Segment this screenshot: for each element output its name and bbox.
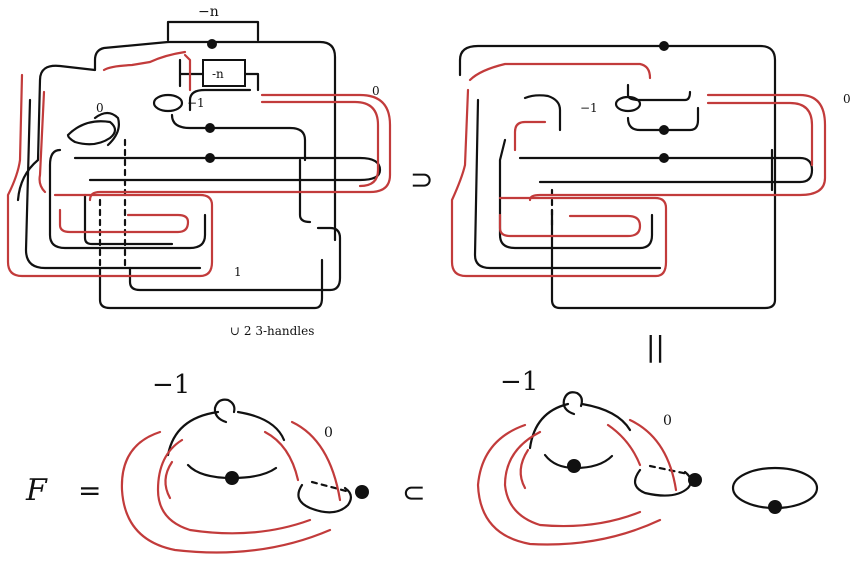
bl-red-right-1 — [263, 430, 300, 482]
black-strand-mid-1 — [170, 113, 307, 162]
black-strand-bottom-loop — [128, 226, 342, 292]
tr-dot-1 — [659, 41, 669, 51]
black-strand-left-loop — [48, 148, 207, 250]
tr-red-strand-1 — [468, 62, 652, 82]
br-red-right-1 — [606, 423, 642, 467]
red-strand-2 — [183, 53, 192, 92]
br-black-upper-arc — [528, 402, 632, 450]
tr-black-outer-left — [473, 98, 662, 270]
br-dashed — [648, 464, 690, 476]
black-strand-top-1 — [166, 40, 337, 242]
bl-dashed — [310, 480, 352, 494]
tr-minus-one-meridian — [614, 95, 642, 113]
black-strand-box-left — [178, 58, 260, 92]
top-left-dot-1 — [207, 39, 217, 49]
black-strand-inner-loop — [83, 193, 174, 246]
twist-box — [202, 59, 246, 87]
tr-red-strand-6 — [513, 120, 547, 152]
br-separate-dot — [768, 500, 782, 514]
bottom-equals-symbol: = — [78, 474, 101, 507]
br-minus-one-label: −1 — [500, 367, 538, 397]
subset-symbol: ⊂ — [402, 476, 425, 509]
bl-red-outer — [120, 430, 332, 554]
minus-one-meridian — [152, 93, 184, 113]
br-minus-one-circle — [562, 391, 583, 416]
br-red-outer — [476, 423, 662, 546]
tr-minus-one-label: −1 — [580, 101, 598, 115]
top-left-minus-one-label: −1 — [187, 96, 205, 110]
bl-red-inner — [156, 438, 312, 535]
top-right-kirby-diagram — [450, 41, 827, 310]
red-strand-7 — [58, 208, 190, 234]
red-strand-1 — [102, 50, 187, 72]
top-left-dot-2 — [205, 123, 215, 133]
tr-black-mid-loop — [523, 94, 562, 132]
tr-zero-label: 0 — [843, 92, 851, 106]
vertical-equals-symbol: || — [646, 330, 665, 363]
bottom-right-kirby-diagram — [476, 391, 819, 546]
bl-black-right-loop — [297, 483, 352, 514]
red-strand-5 — [6, 73, 214, 278]
tr-black-long-horizontal — [518, 156, 814, 184]
black-strand-right-vertical — [298, 158, 312, 224]
red-strand-3 — [88, 93, 392, 202]
black-strand-bottom-long — [98, 258, 324, 310]
three-handles-note: ∪ 2 3-handles — [230, 324, 314, 338]
red-strand-6 — [38, 90, 47, 194]
br-red-right-2 — [628, 418, 678, 492]
twist-box-label: -n — [212, 67, 224, 81]
black-strand-mid-2 — [188, 88, 252, 112]
top-left-zero-right-label: 0 — [372, 84, 380, 98]
tr-red-strand-4 — [450, 88, 668, 278]
supset-symbol: ⊃ — [410, 163, 433, 196]
top-left-twist-arc — [166, 20, 260, 42]
br-zero-label: 0 — [663, 413, 672, 429]
black-strand-top-2 — [16, 40, 170, 202]
tr-red-strand-2 — [528, 93, 827, 202]
top-left-one-label: 1 — [234, 265, 242, 279]
tr-dot-3 — [659, 153, 669, 163]
bl-black-upper-arc — [166, 410, 286, 457]
bl-red-right-2 — [290, 420, 342, 502]
tr-black-left-loop — [498, 138, 654, 250]
br-dot-2 — [688, 473, 702, 487]
bl-dot-1 — [225, 471, 239, 485]
br-dot-1 — [567, 459, 581, 473]
red-strand-4 — [260, 100, 380, 188]
br-red-inner — [503, 430, 642, 528]
bl-zero-label: 0 — [324, 425, 333, 441]
bl-minus-one-label: −1 — [152, 370, 190, 400]
bl-dot-2 — [355, 485, 369, 499]
top-left-dot-3 — [205, 153, 215, 163]
top-left-zero-label: 0 — [96, 101, 104, 115]
br-red-inner-left — [519, 448, 530, 490]
tr-red-strand-3 — [706, 101, 814, 167]
black-strand-outer-left — [24, 98, 202, 270]
bl-red-inner-left — [164, 460, 174, 500]
f-label: F — [25, 473, 48, 508]
tr-black-outer — [458, 44, 777, 310]
tr-red-strand-5 — [498, 213, 642, 238]
zero-framed-knot — [66, 111, 120, 147]
black-strand-long-horizontal — [73, 156, 382, 182]
bottom-left-kirby-diagram — [120, 398, 369, 554]
bl-minus-one-circle — [213, 398, 236, 424]
tr-dot-2 — [659, 125, 669, 135]
top-left-twist-label: −n — [198, 4, 219, 20]
top-left-kirby-diagram — [6, 20, 392, 310]
